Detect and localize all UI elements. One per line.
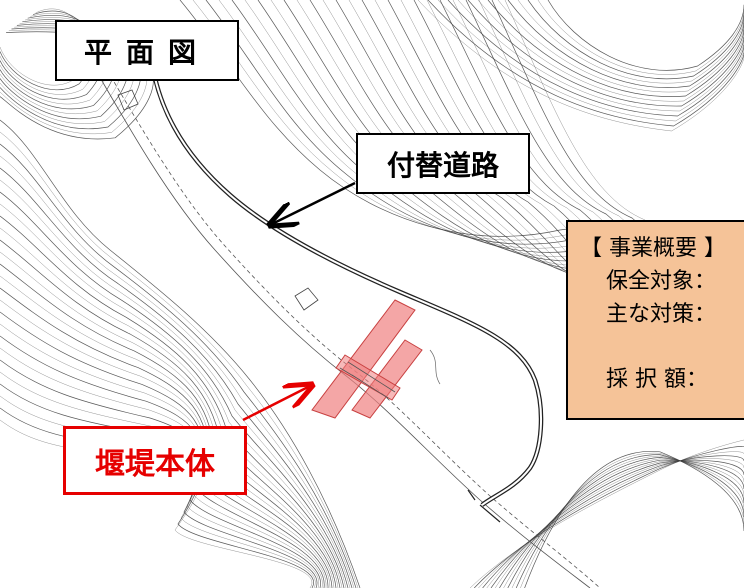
road-label: 付替道路 [356,133,530,194]
dam-body-highlight [311,299,423,419]
summary-item-adopted-amount: 採 択 額： [606,367,708,392]
road-pointer-arrow [272,181,356,224]
project-summary-panel: 【 事業概要 】 保全対象： 主な対策： 採 択 額： [566,220,744,420]
summary-item-protected-targets: 保全対象： [606,269,717,294]
relocated-road [152,77,544,507]
page-title: 平面図 [55,20,239,81]
dam-label: 堰堤本体 [63,426,247,495]
dam-pointer-arrow [242,386,310,422]
summary-item-main-measures: 主な対策： [606,302,717,327]
summary-heading: 【 事業概要 】 [580,236,726,261]
